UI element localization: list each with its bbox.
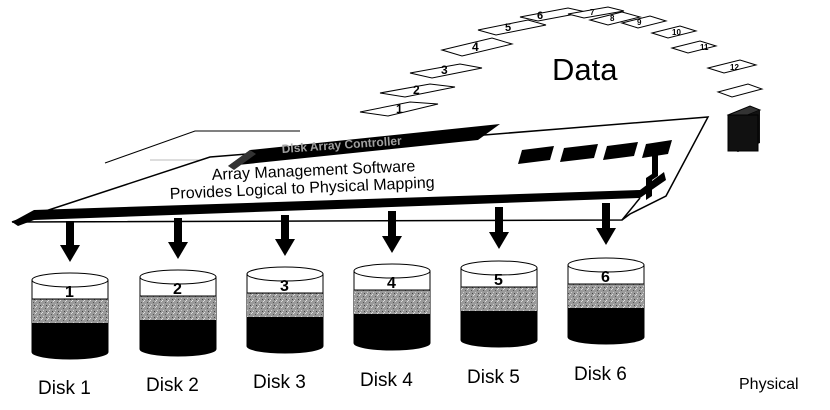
page-number-8: 8 xyxy=(610,14,615,23)
physical-block xyxy=(726,105,762,152)
page-number-4: 4 xyxy=(472,40,479,54)
page-4 xyxy=(440,37,514,57)
arrow-5 xyxy=(489,207,509,249)
page-13 xyxy=(716,83,764,98)
physical-label: Physical xyxy=(739,376,799,393)
page-3 xyxy=(409,63,483,79)
controller-board: Disk Array Controller Array Management S… xyxy=(11,116,710,226)
page-11 xyxy=(670,40,718,54)
disk-number: 1 xyxy=(65,284,74,301)
disk-label-2: Disk 2 xyxy=(146,375,199,396)
disk-number: 5 xyxy=(494,272,503,289)
arrow-3 xyxy=(275,215,295,256)
disk-label-1: Disk 1 xyxy=(38,378,91,399)
data-title: Data xyxy=(552,52,618,87)
disk-number: 4 xyxy=(387,275,396,292)
disk-label-6: Disk 6 xyxy=(574,364,627,385)
page-number-9: 9 xyxy=(637,18,642,27)
page-8 xyxy=(588,11,642,26)
slot-4 xyxy=(642,140,672,158)
disk-label-5: Disk 5 xyxy=(467,367,520,388)
slot-2 xyxy=(560,144,598,162)
page-5 xyxy=(477,19,547,36)
disk-3: 3 xyxy=(246,266,324,354)
disk-6: 6 xyxy=(567,257,645,345)
page-10 xyxy=(650,25,698,39)
page-1 xyxy=(359,101,439,117)
page-7 xyxy=(567,6,625,19)
page-number-5: 5 xyxy=(505,22,511,34)
disk-number: 3 xyxy=(280,278,289,295)
page-number-1: 1 xyxy=(396,102,403,116)
slot-1 xyxy=(518,146,554,164)
page-number-10: 10 xyxy=(672,28,681,37)
arrow-4 xyxy=(382,211,402,253)
disk-4: 4 xyxy=(353,263,431,351)
arrow-6 xyxy=(596,203,616,245)
logical-pages: 1 2 3 4 5 6 7 8 9 10 11 12 xyxy=(359,6,764,117)
page-number-7: 7 xyxy=(590,8,595,17)
page-2 xyxy=(379,83,456,98)
disk-label-3: Disk 3 xyxy=(253,372,306,393)
page-number-6: 6 xyxy=(537,10,543,22)
slot-3 xyxy=(603,142,638,160)
arrows xyxy=(60,203,616,262)
page-number-3: 3 xyxy=(441,63,448,77)
disk-number: 2 xyxy=(173,281,182,298)
disk-5: 5 xyxy=(460,260,538,348)
page-number-12: 12 xyxy=(730,63,739,72)
page-number-2: 2 xyxy=(413,83,420,97)
page-12 xyxy=(706,59,758,74)
arrow-1 xyxy=(60,221,80,262)
page-number-11: 11 xyxy=(700,43,709,52)
disk-label-4: Disk 4 xyxy=(360,370,413,391)
disk-2: 2 xyxy=(139,269,217,357)
arrow-2 xyxy=(168,218,188,259)
disk-number: 6 xyxy=(601,269,610,286)
page-9 xyxy=(620,15,668,29)
disk-1: 1 xyxy=(31,272,109,360)
